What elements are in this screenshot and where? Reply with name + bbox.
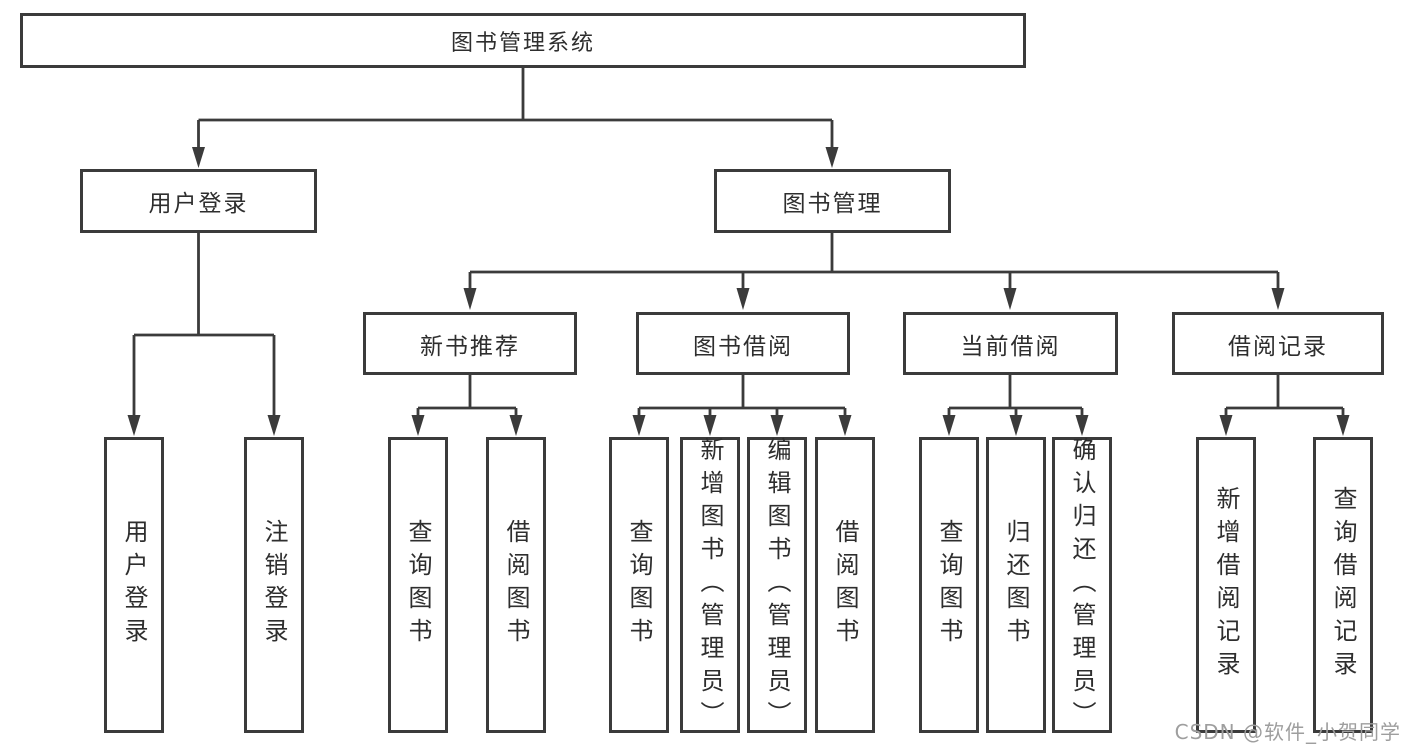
leaf-query-borrow-record: 查询借阅记录 (1313, 437, 1373, 733)
node-book-borrow: 图书借阅 (636, 312, 850, 375)
leaf-confirm-return-admin: 确认归还（管理员） (1052, 436, 1112, 734)
leaf-edit-books-admin: 编辑图书（管理员） (747, 436, 807, 734)
node-user-login-label: 用户登录 (148, 191, 249, 217)
leaf-add-borrow-record-label: 新增借阅记录 (1212, 486, 1240, 684)
node-book-management-label: 图书管理 (782, 191, 883, 217)
leaf-query-borrow-record-label: 查询借阅记录 (1329, 486, 1357, 684)
leaf-add-borrow-record: 新增借阅记录 (1196, 437, 1256, 733)
node-borrow-records-label: 借阅记录 (1228, 333, 1328, 360)
leaf-edit-books-admin-label: 编辑图书（管理员） (763, 436, 791, 734)
leaf-user-login: 用户登录 (104, 437, 164, 733)
leaf-borrow-books-recommend-label: 借阅图书 (502, 519, 530, 651)
leaf-return-books: 归还图书 (986, 437, 1046, 733)
node-book-management: 图书管理 (714, 169, 951, 233)
leaf-logout: 注销登录 (244, 437, 304, 733)
node-new-book-recommend-label: 新书推荐 (420, 333, 520, 360)
leaf-add-books-admin-label: 新增图书（管理员） (696, 436, 724, 734)
leaf-borrow-books: 借阅图书 (815, 437, 875, 733)
csdn-watermark: CSDN @软件_小贺同学 (1174, 720, 1401, 744)
leaf-query-books-borrow: 查询图书 (609, 437, 669, 733)
leaf-borrow-books-label: 借阅图书 (831, 519, 859, 651)
node-root-label: 图书管理系统 (450, 30, 595, 56)
leaf-add-books-admin: 新增图书（管理员） (680, 436, 740, 734)
node-new-book-recommend: 新书推荐 (363, 312, 577, 375)
node-current-borrow-label: 当前借阅 (960, 333, 1061, 360)
node-book-borrow-label: 图书借阅 (693, 333, 793, 360)
leaf-query-books-borrow-label: 查询图书 (625, 519, 653, 651)
leaf-borrow-books-recommend: 借阅图书 (486, 437, 546, 733)
leaf-return-books-label: 归还图书 (1002, 519, 1030, 651)
leaf-confirm-return-admin-label: 确认归还（管理员） (1068, 436, 1096, 734)
node-borrow-records: 借阅记录 (1172, 312, 1384, 375)
leaf-query-books-current: 查询图书 (919, 437, 979, 733)
leaf-query-books-recommend: 查询图书 (388, 437, 448, 733)
leaf-user-login-label: 用户登录 (120, 519, 148, 651)
node-root-system: 图书管理系统 (20, 13, 1026, 68)
leaf-query-books-recommend-label: 查询图书 (404, 519, 432, 651)
node-current-borrow: 当前借阅 (903, 312, 1118, 375)
node-user-login: 用户登录 (80, 169, 317, 233)
leaf-query-books-current-label: 查询图书 (935, 519, 963, 651)
leaf-logout-label: 注销登录 (260, 519, 288, 651)
